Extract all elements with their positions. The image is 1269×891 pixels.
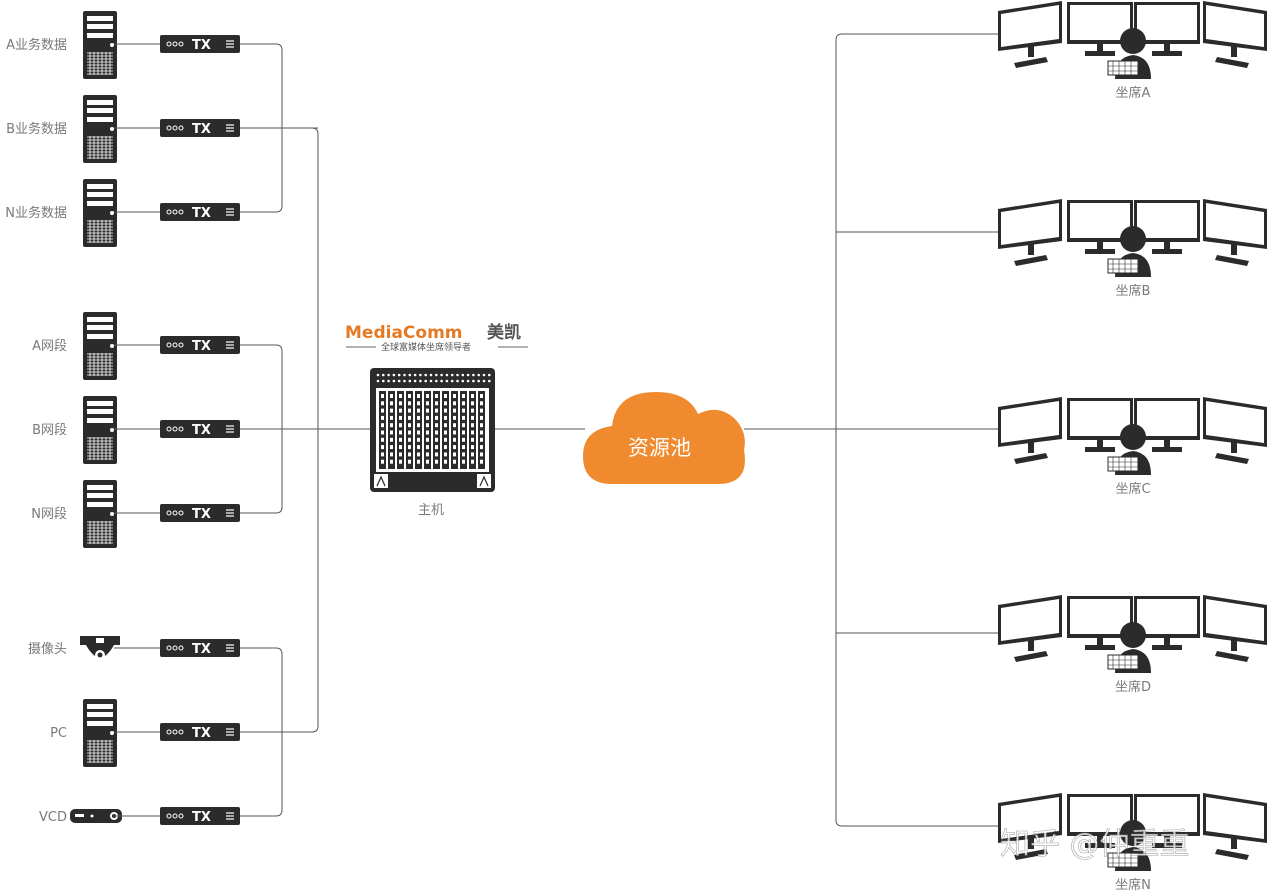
source-label: PC (50, 726, 67, 741)
server-icon (82, 698, 118, 768)
tx-transmitter: TX (160, 420, 240, 438)
server-icon (82, 311, 118, 381)
monitor-icon (1203, 199, 1267, 266)
watermark: 知乎 @仲重重 (1000, 827, 1190, 862)
source-2: B业务数据 TX (6, 94, 240, 164)
tx-transmitter: TX (160, 504, 240, 522)
tx-transmitter: TX (160, 723, 240, 741)
seat-label: 坐席B (1116, 283, 1151, 299)
seat-label: 坐席D (1115, 679, 1151, 695)
source-label: A网段 (32, 339, 67, 354)
brand-logo: MediaComm 美凯 全球富媒体坐席领导者 (345, 322, 528, 353)
source-label: 摄像头 (28, 642, 67, 657)
tx-label: TX (192, 206, 211, 221)
source-label: N业务数据 (5, 205, 67, 221)
seat-workstation-1: 坐席A (998, 1, 1267, 101)
seat-label: 坐席N (1115, 877, 1151, 891)
server-icon (82, 395, 118, 465)
tx-label: TX (192, 726, 211, 741)
seat-workstation-2: 坐席B (998, 199, 1267, 299)
server-icon (82, 94, 118, 164)
source-label: B网段 (32, 423, 67, 438)
source-1: A业务数据 TX (6, 10, 240, 80)
brand-name-cn: 美凯 (487, 322, 521, 343)
seat-workstation-4: 坐席D (998, 595, 1267, 695)
source-label: N网段 (31, 507, 67, 522)
monitor-icon (1203, 397, 1267, 464)
source-3: N业务数据 TX (5, 178, 240, 248)
tx-label: TX (192, 122, 211, 137)
resource-pool-cloud: 资源池 (583, 392, 745, 484)
source-9: VCD TX (39, 807, 240, 825)
monitor-icon (998, 595, 1062, 662)
host-label: 主机 (418, 503, 444, 518)
tx-label: TX (192, 507, 211, 522)
seat-label: 坐席A (1116, 85, 1151, 101)
tx-label: TX (192, 423, 211, 438)
tx-transmitter: TX (160, 35, 240, 53)
brand-slogan: 全球富媒体坐席领导者 (381, 341, 471, 353)
source-4: A网段 TX (32, 311, 240, 381)
source-8: PC TX (50, 698, 240, 768)
tx-transmitter: TX (160, 639, 240, 657)
host-matrix (370, 368, 495, 492)
brand-name: MediaComm (345, 323, 463, 343)
connection-lines (240, 33, 1000, 827)
tx-transmitter: TX (160, 203, 240, 221)
seat-workstation-3: 坐席C (998, 397, 1267, 497)
source-6: N网段 TX (31, 479, 240, 549)
source-label: VCD (39, 810, 67, 825)
server-icon (82, 479, 118, 549)
tx-label: TX (192, 38, 211, 53)
monitor-icon (1203, 793, 1267, 860)
tx-label: TX (192, 339, 211, 354)
monitor-icon (998, 199, 1062, 266)
tx-transmitter: TX (160, 119, 240, 137)
source-label: A业务数据 (6, 37, 67, 53)
monitor-icon (998, 397, 1062, 464)
seat-workstation-5: 坐席N (998, 793, 1267, 891)
tx-transmitter: TX (160, 807, 240, 825)
monitor-icon (1203, 595, 1267, 662)
server-icon (82, 10, 118, 80)
server-icon (82, 178, 118, 248)
source-7: 摄像头 TX (28, 636, 240, 660)
source-label: B业务数据 (6, 121, 67, 137)
resource-pool-label: 资源池 (628, 436, 691, 460)
monitor-icon (1203, 1, 1267, 68)
tx-label: TX (192, 642, 211, 657)
tx-transmitter: TX (160, 336, 240, 354)
tx-label: TX (192, 810, 211, 825)
seat-label: 坐席C (1115, 481, 1150, 497)
source-5: B网段 TX (32, 395, 240, 465)
monitor-icon (998, 1, 1062, 68)
